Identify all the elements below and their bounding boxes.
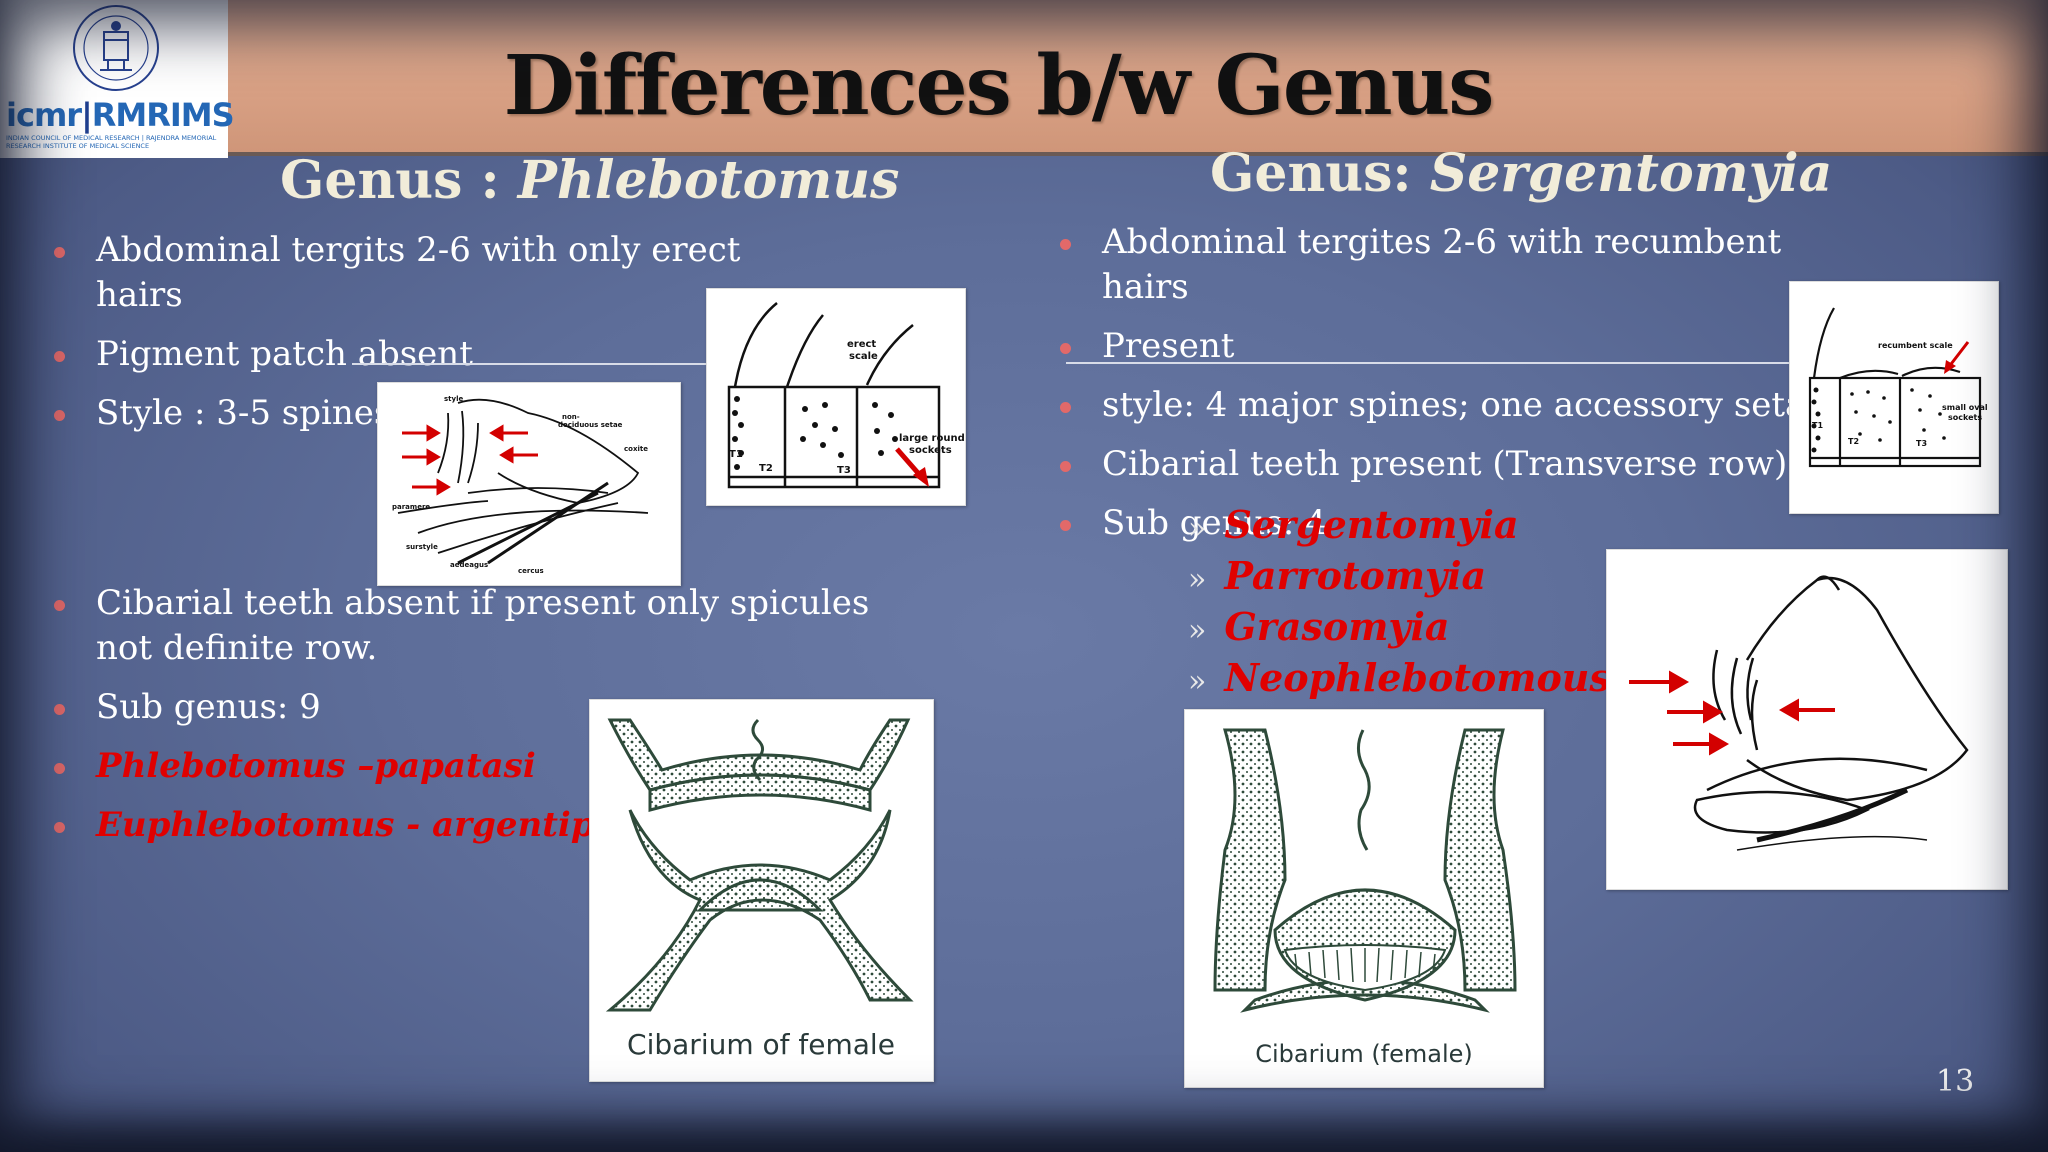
label-t3: T3 — [837, 465, 851, 476]
page-number: 13 — [1936, 1064, 1975, 1099]
left-bullets-top: Abdominal tergits 2-6 with only erect ha… — [54, 228, 796, 436]
list-item: Present — [1060, 324, 1862, 369]
divider-line — [352, 363, 712, 365]
divider-line — [1066, 362, 1806, 364]
label-t2: T2 — [759, 463, 773, 474]
label-t2: T2 — [1848, 437, 1859, 446]
list-item: Style : 3-5 spines — [54, 391, 796, 436]
label-cercus: cercus — [518, 567, 544, 575]
list-item: »Sergentomyia — [1188, 502, 1519, 547]
label-paramere: paramere — [392, 503, 430, 511]
label-aedeagus: aedeagus — [450, 561, 488, 569]
list-item: Phlebotomus –papatasi — [54, 744, 916, 789]
label-surstyle: surstyle — [406, 543, 438, 551]
label-large-round: large round — [899, 433, 965, 444]
caption-cibarium-female: Cibarium (female) — [1255, 1040, 1473, 1068]
list-item: Pigment patch absent — [54, 332, 796, 377]
list-item: »Grasomyia — [1188, 604, 1450, 649]
figure-sergentomyia-genitalia — [1606, 549, 2008, 890]
figure-sergentomyia-tergites: recumbent scale small oval sockets T1 T2… — [1789, 281, 1999, 514]
list-item: Sub genus: 4 — [1060, 501, 1862, 546]
list-item: Euphlebotomus - argentipes — [54, 803, 916, 848]
list-item: Cibarial teeth present (Transverse row) — [1060, 442, 1862, 487]
label-sockets: sockets — [909, 445, 952, 456]
icmr-logo: icmr|RMRIMS INDIAN COUNCIL OF MEDICAL RE… — [0, 0, 235, 158]
label-t3: T3 — [1916, 439, 1927, 448]
left-bullets-bottom: Cibarial teeth absent if present only sp… — [54, 581, 916, 848]
label-coxite: coxite — [624, 445, 648, 453]
label-small-oval: small oval — [1942, 403, 1988, 412]
subgenera-list: »Sergentomyia »Parrotomyia »Grasomyia »N… — [1188, 501, 1611, 705]
logo-wordmark: icmr|RMRIMS — [6, 96, 235, 134]
list-item: Abdominal tergits 2-6 with only erect ha… — [54, 228, 796, 318]
figure-phlebotomus-cibarium: Cibarium of female — [589, 699, 934, 1082]
left-heading: Genus : Phlebotomus — [280, 150, 900, 211]
label-deciduous-setae: deciduous setae — [558, 421, 623, 429]
list-item: style: 4 major spines; one accessory set… — [1060, 383, 1862, 428]
logo-subtitle: INDIAN COUNCIL OF MEDICAL RESEARCH | RAJ… — [6, 134, 217, 150]
figure-phlebotomus-tergites: erect scale large round sockets T1 T2 T3 — [706, 288, 966, 506]
label-erect: erect — [847, 339, 876, 350]
label-non: non- — [562, 413, 580, 421]
figure-phlebotomus-genitalia: style non- deciduous setae coxite parame… — [377, 382, 681, 586]
right-heading: Genus: Sergentomyia — [1210, 143, 1833, 204]
emblem-seal-icon — [73, 5, 159, 91]
figure-sergentomyia-cibarium: Cibarium (female) — [1184, 709, 1544, 1088]
label-t1: T1 — [1812, 421, 1823, 430]
slide-title: Differences b/w Genus — [503, 38, 1495, 134]
label-t1: T1 — [729, 449, 743, 460]
title-bar: Differences b/w Genus — [228, 0, 2048, 156]
list-item: Cibarial teeth absent if present only sp… — [54, 581, 916, 671]
list-item: »Parrotomyia — [1188, 553, 1487, 598]
list-item: »Neophlebotomous — [1188, 655, 1611, 700]
label-sockets: sockets — [1948, 413, 1982, 422]
label-style: style — [444, 395, 463, 403]
caption-cibarium-female: Cibarium of female — [627, 1028, 895, 1061]
label-recumbent-scale: recumbent scale — [1878, 341, 1953, 350]
list-item: Abdominal tergites 2-6 with recumbent ha… — [1060, 220, 1862, 310]
label-scale: scale — [849, 351, 878, 362]
list-item: Sub genus: 9 — [54, 685, 916, 730]
right-bullets: Abdominal tergites 2-6 with recumbent ha… — [1060, 220, 1862, 546]
